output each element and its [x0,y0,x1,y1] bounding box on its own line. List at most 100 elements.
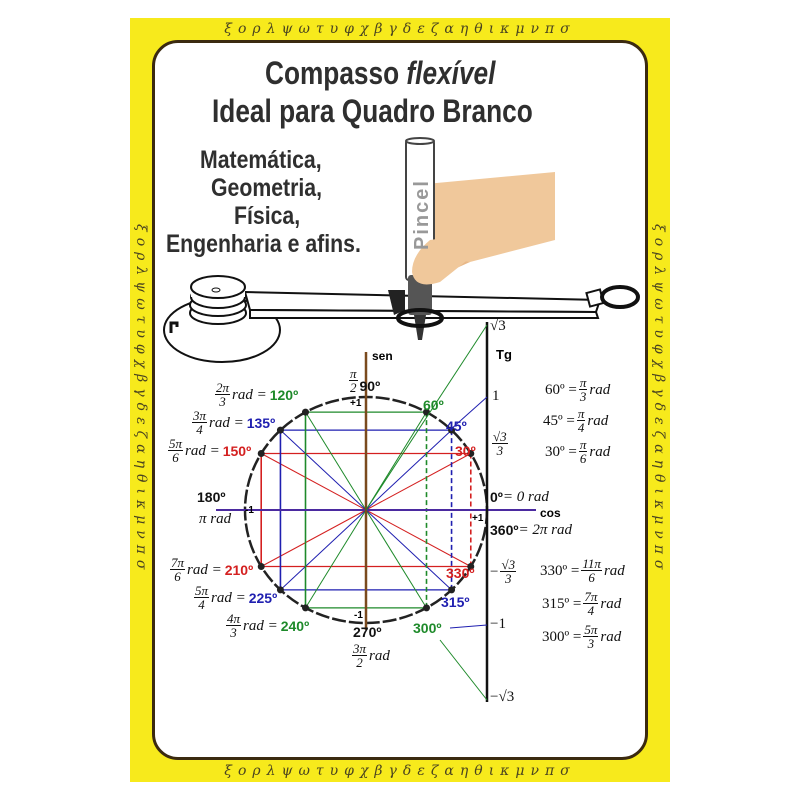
rad-text: rad = [185,442,220,459]
radius-line-315 [365,509,452,591]
deg-value: 225º [248,589,278,606]
equation-unit: rad [589,381,611,398]
frac-den: 3 [579,389,587,404]
label-270: 270º [353,624,382,640]
frac-num: 7π [583,589,599,604]
radius-line-240 [305,509,367,609]
angle-point-45 [448,426,456,434]
tangent-line-315 [449,624,488,629]
label-pi-rad: π rad [199,511,232,527]
equation-deg: 45º = [543,412,575,429]
equation-deg: 315º = [542,595,582,612]
frac-num: √3 [500,557,517,572]
rad-text: rad = [232,386,267,403]
frac-den: 6 [174,569,181,584]
frac-num: √3 [492,429,508,444]
frac-den: 3 [219,394,226,409]
label-360: 360º= 2π rad [490,522,572,538]
frac-num: 2π [215,380,231,395]
tangent-line-45 [449,396,488,431]
equation-unit: rad [587,412,609,429]
angle-point-210 [257,563,265,570]
sen-axis-label: sen [372,349,393,363]
angle-point-135 [276,426,284,434]
frac-den: 4 [577,420,585,435]
subject-physics: Física, [234,202,301,230]
label-180: 180º [197,489,226,505]
frac-num: 7π [170,555,186,570]
equation-unit: rad [600,628,622,645]
equation-unit: rad [603,562,625,579]
label-30: 30º [455,443,476,459]
poster-panel [152,40,648,760]
equation-unit: rad [600,595,622,612]
equation-deg: 330º = [540,562,580,579]
marker-label: Pincel [411,179,433,250]
cos-minus-one: -1 [245,505,254,516]
radius-line-120 [305,411,367,511]
greek-letters-right: ξορλψωτυφχβγδεζαηθικμνπσ [651,224,667,576]
pivot-knob [190,275,246,299]
frac-num: 5π [194,583,210,598]
marker-holder [388,290,405,315]
subject-engineering: Engenharia e afins. [166,230,361,258]
tg-axis-label: Tg [496,347,512,362]
angle-point-60 [423,408,430,416]
label-60: 60º [423,397,444,413]
deg-0: 0º [490,489,503,505]
deg-value: 240º [280,617,310,634]
angle-point-150 [257,450,265,457]
pivot-hole [211,287,221,293]
rad-text: rad = [187,561,222,578]
rad-unit: rad [369,647,390,664]
frac-den: 2 [350,380,357,395]
angle-point-30 [467,450,475,457]
angle-point-300 [423,604,430,612]
radius-line-300 [365,509,427,609]
deg-90: 90º [359,377,381,394]
tangent-line-300 [439,639,488,701]
frac-num: 3π [352,641,368,656]
angle-point-240 [302,604,309,612]
label-0: 0º= 0 rad [490,489,549,505]
tg-tick-neg-sqrt3: −√3 [490,689,515,705]
unit-circle-diagram [216,322,536,702]
cos-plus-one: +1 [472,513,484,524]
title-word: Compasso [265,55,400,91]
label-315: 315º [441,594,470,610]
rad-text: rad = [209,414,244,431]
base-hook [169,321,179,333]
thumb-icon [412,239,470,285]
marker-top [405,137,435,145]
frac-den: 3 [230,625,237,640]
angle-point-330 [467,563,475,570]
tangent-line-60 [365,324,488,511]
frac-num: 5π [168,436,184,451]
marker-ring [396,308,444,328]
frac-den: 3 [587,636,595,651]
deg-value: 120º [269,386,299,403]
marker-grip [408,275,432,315]
angle-point-225 [276,586,284,594]
frac-num: π [578,437,588,452]
frac-num: 4π [226,611,242,626]
tg-tick-sqrt3: √3 [490,318,506,334]
sen-minus-one: -1 [354,610,363,621]
label-300: 300º [413,620,442,636]
frac-den: 4 [587,603,595,618]
radius-line-150 [260,453,367,511]
frac-den: 3 [505,571,512,586]
radius-line-330 [365,509,472,567]
equation-unit: rad [589,443,611,460]
frac-den: 2 [356,655,363,670]
equation-deg: 30º = [545,443,577,460]
frac-den: 4 [198,597,205,612]
